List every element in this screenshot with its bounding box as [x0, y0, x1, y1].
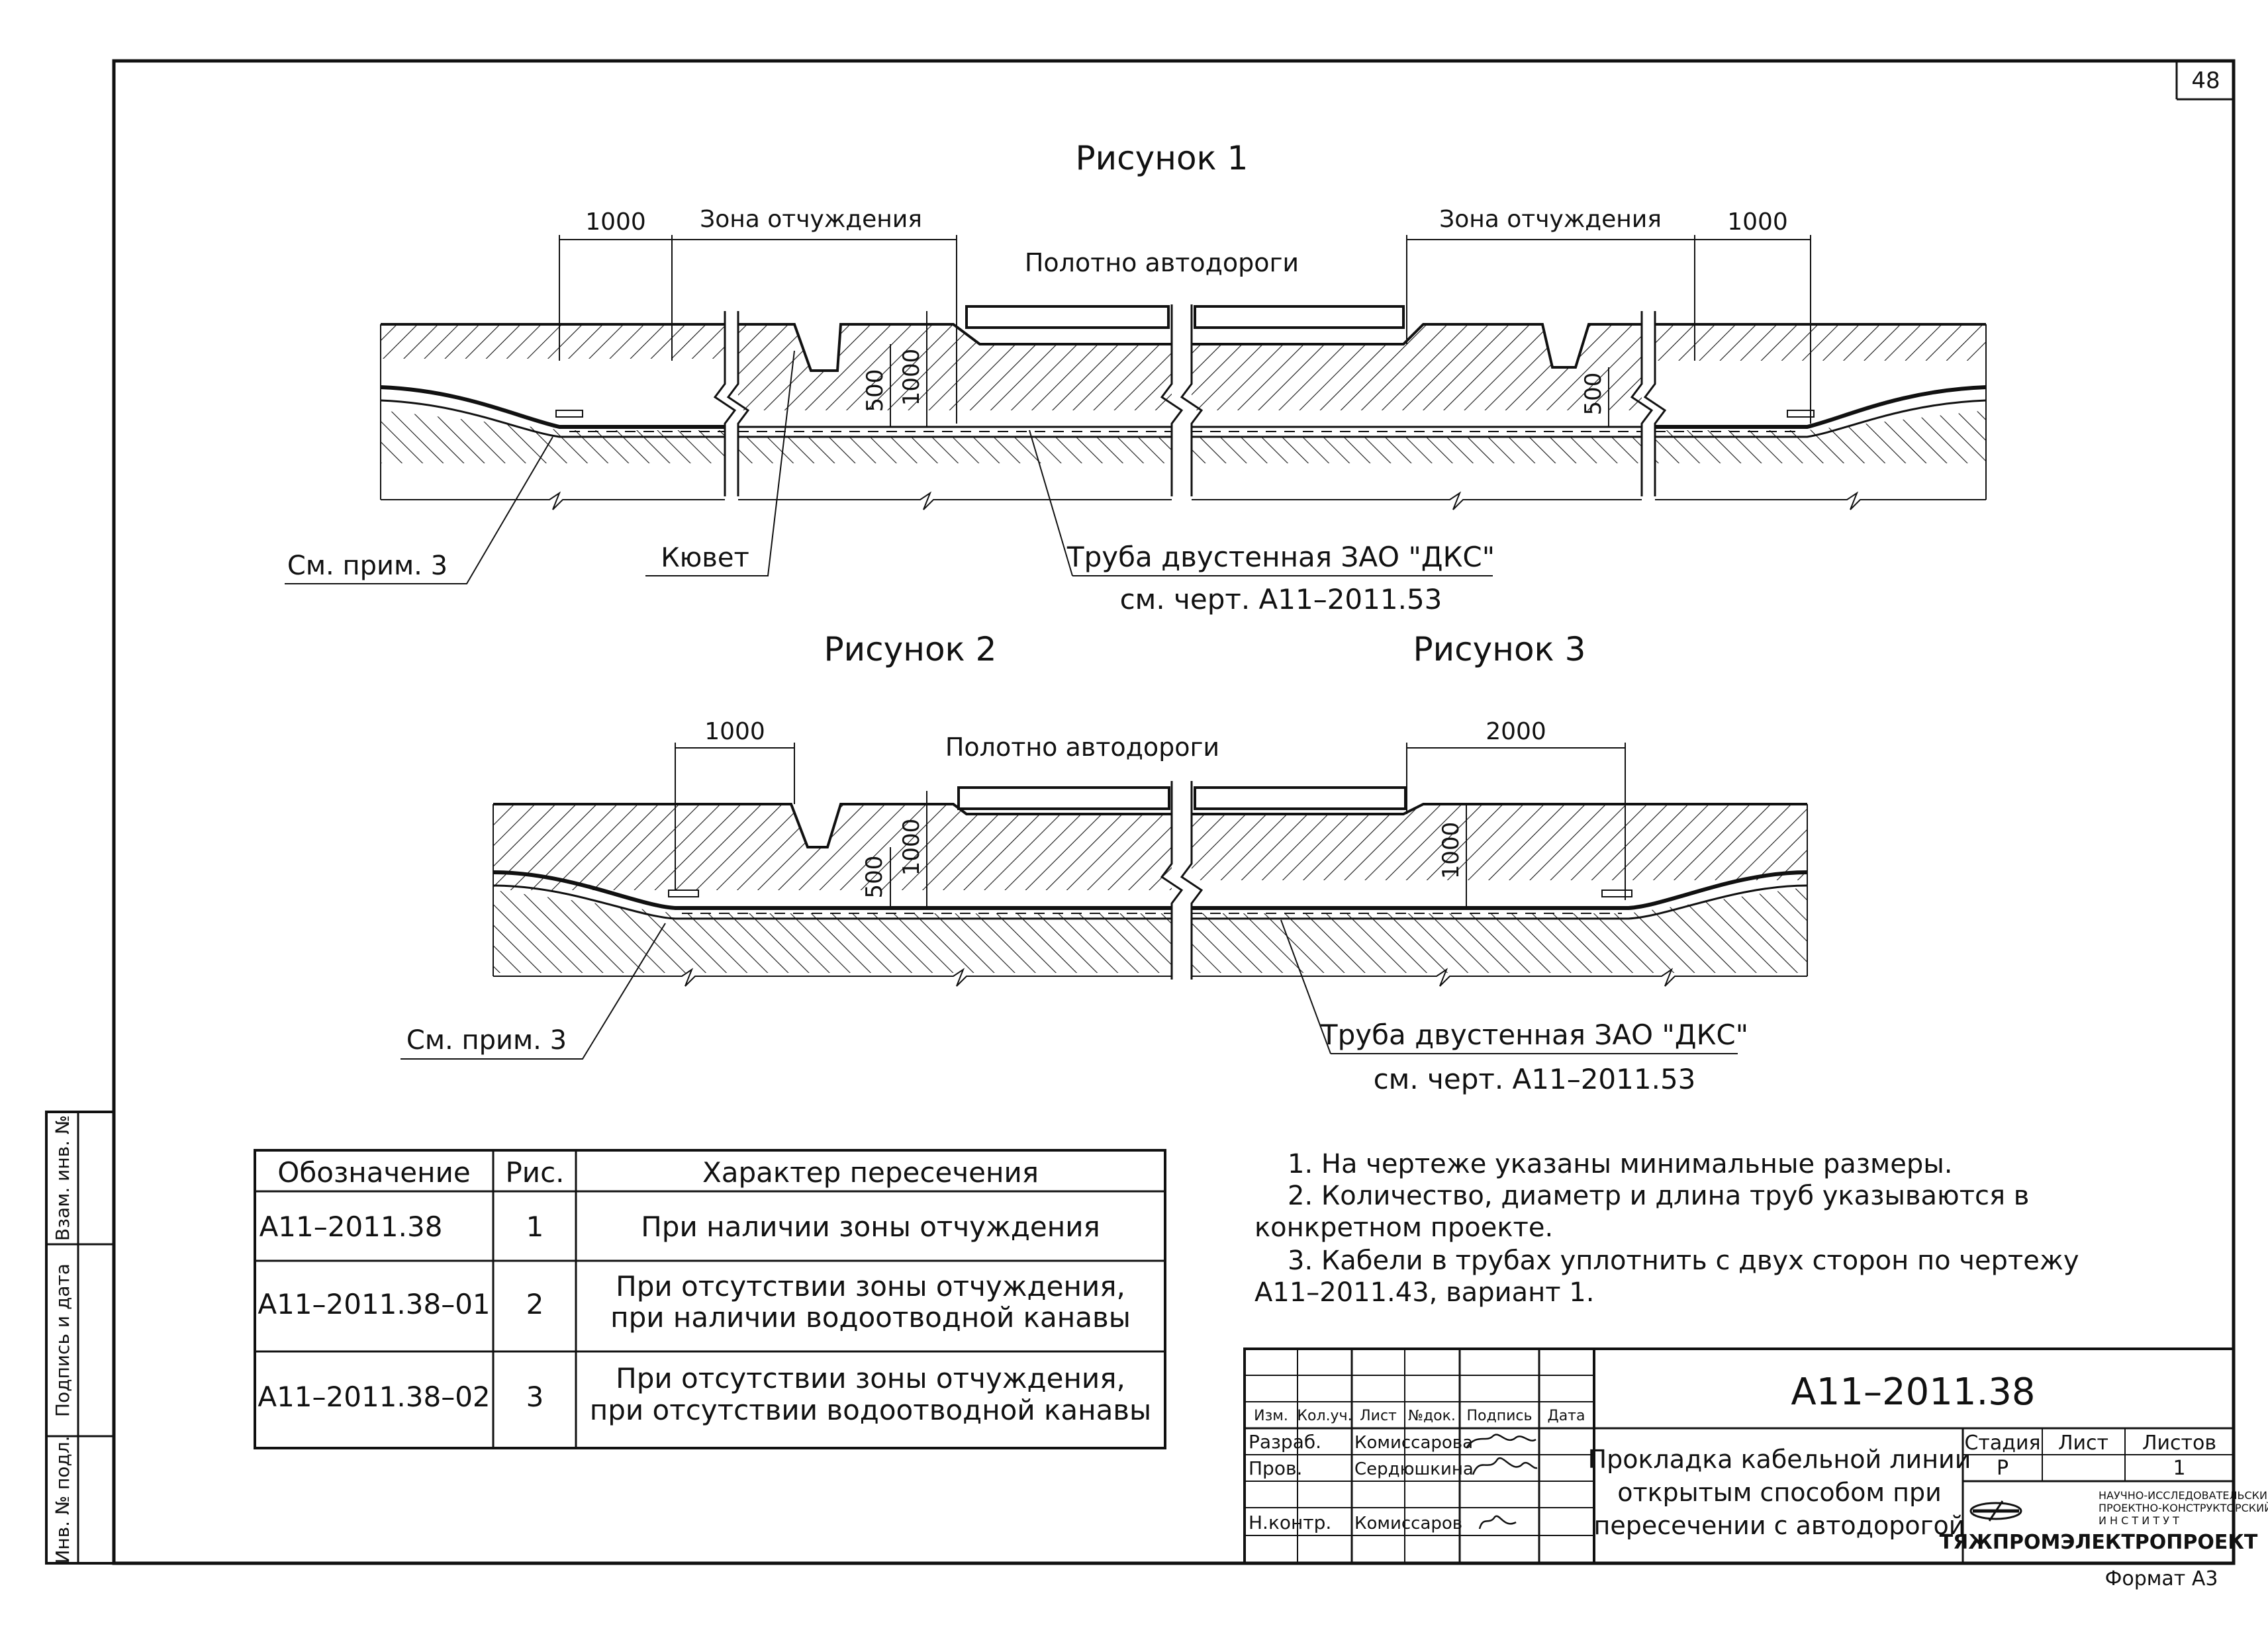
fig2-dim-1000: 1000 [898, 819, 925, 876]
tb-sheet-label: Лист [2058, 1432, 2108, 1455]
fig2-dim-top: 1000 [704, 718, 765, 745]
tb-col-koluch: Кол.уч. [1297, 1408, 1352, 1424]
table-row-1-fig: 1 [526, 1210, 544, 1243]
fig1-title: Рисунок 1 [1076, 139, 1249, 177]
fig3-pipe-ref: см. черт. А11–2011.53 [1374, 1063, 1696, 1095]
notes: 1. На чертеже указаны минимальные размер… [1254, 1149, 2079, 1308]
tb-doc-code: А11–2011.38 [1791, 1371, 2035, 1414]
fig1-soil [381, 324, 1986, 463]
fig1-note-ref: См. прим. 3 [287, 551, 448, 581]
table-row-3-desc2: при отсутствии водоотводной канавы [590, 1394, 1151, 1426]
tb-title-line-1: Прокладка кабельной линии [1588, 1445, 1971, 1474]
fig3-pipe-label: Труба двустенная ЗАО "ДКС" [1320, 1019, 1748, 1051]
table-row-2-desc1: При отсутствии зоны отчуждения, [616, 1270, 1125, 1302]
table-header-fig: Рис. [505, 1156, 564, 1189]
table-row-3-code: А11–2011.38–02 [258, 1381, 490, 1413]
note-3: 3. Кабели в трубах уплотнить с двух стор… [1288, 1246, 2079, 1276]
tb-org-small-2: ПРОЕКТНО-КОНСТРУКТОРСКИЙ [2099, 1502, 2268, 1514]
fig1-dim-500-right: 500 [1580, 373, 1607, 416]
fig2-note-ref: См. прим. 3 [406, 1025, 567, 1056]
side-stamp: Взам. инв. № Подпись и дата Инв. № подл. [45, 1111, 115, 1565]
fig3-title: Рисунок 3 [1413, 630, 1586, 668]
tb-role-dev: Разраб. [1249, 1431, 1321, 1453]
tb-org-small-3: И Н С Т И Т У Т [2099, 1514, 2179, 1527]
stamp-label-sign: Подпись и дата [52, 1263, 73, 1417]
fig1-pipe [380, 385, 1987, 438]
sheet-number-box: 48 [2175, 61, 2234, 101]
tb-name-norm: Комиссаров [1354, 1514, 1462, 1533]
fig1-road-label: Полотно автодороги [1025, 248, 1299, 277]
tb-col-list: Лист [1360, 1408, 1397, 1424]
fig3-dim-1000: 1000 [1438, 822, 1464, 880]
stamp-label-replace: Взам. инв. № [52, 1115, 73, 1241]
table-row-3-desc1: При отсутствии зоны отчуждения, [616, 1362, 1125, 1394]
fig1-top-dimensions: 1000 Зона отчуждения Зона отчуждения 100… [559, 206, 1811, 424]
fig1-pipe-ref: см. черт. А11–2011.53 [1120, 583, 1442, 616]
fig3-dim-top: 2000 [1486, 718, 1546, 745]
table-header-desc: Характер пересечения [702, 1156, 1039, 1189]
note-2: 2. Количество, диаметр и длина труб указ… [1288, 1181, 2029, 1211]
signature-3 [1478, 1515, 1517, 1530]
fig1-road-slab-right [1194, 305, 1405, 329]
table-header-code: Обозначение [277, 1156, 470, 1189]
table-row-1-code: А11–2011.38 [260, 1210, 443, 1243]
table-row-3-fig: 3 [526, 1381, 544, 1413]
tb-role-check: Пров. [1249, 1457, 1302, 1479]
fig1-dim-500-left: 500 [862, 369, 888, 412]
fig2-title: Рисунок 2 [824, 630, 997, 668]
table-row-2-code: А11–2011.38–01 [258, 1288, 490, 1320]
tb-sheets-value: 1 [2173, 1457, 2185, 1480]
fig3-road-slab [1194, 786, 1407, 810]
fig23-pipe [493, 870, 1808, 920]
fig2-road-label: Полотно автодороги [945, 733, 1219, 762]
tb-col-sign: Подпись [1467, 1408, 1533, 1424]
tb-title-line-3: пересечении с автодорогой [1594, 1511, 1965, 1540]
title-block: Изм. Кол.уч. Лист №док. Подпись Дата Раз… [1243, 1347, 2268, 1565]
fig1-ditch-label: Кювет [661, 543, 749, 573]
table-row-1-desc: При наличии зоны отчуждения [641, 1210, 1100, 1243]
note-3-cont: А11–2011.43, вариант 1. [1254, 1277, 1594, 1308]
fig23-soil [493, 804, 1807, 973]
signature-1 [1465, 1434, 1536, 1449]
note-2-cont: конкретном проекте. [1254, 1212, 1553, 1243]
format-label: Формат А3 [2105, 1567, 2218, 1590]
tb-stage-value: Р [1997, 1457, 2008, 1480]
sheet-number: 48 [2191, 68, 2220, 94]
org-logo-icon [1969, 1500, 2022, 1522]
fig1-road-slab-left [965, 305, 1170, 329]
tb-col-izm: Изм. [1254, 1408, 1288, 1424]
fig1-dim-1000: 1000 [898, 349, 925, 406]
fig1-pipe-label: Труба двустенная ЗАО "ДКС" [1066, 541, 1495, 573]
figure-2-3: Рисунок 2 Рисунок 3 [401, 630, 1808, 1095]
sheet-frame [112, 59, 2236, 1565]
tb-sheets-label: Листов [2142, 1432, 2216, 1455]
fig2-dim-500: 500 [861, 856, 888, 899]
figure-1: Рисунок 1 [285, 139, 1987, 616]
fig1-dim-right: 1000 [1727, 208, 1788, 236]
fig2-road-slab [957, 786, 1170, 810]
tb-org-name: ТЯЖПРОМЭЛЕКТРОПРОЕКТ [1940, 1531, 2258, 1554]
tb-col-ndok: №док. [1408, 1408, 1456, 1424]
tb-name-dev: Комиссарова [1354, 1433, 1473, 1453]
tb-stage-label: Стадия [1964, 1432, 2040, 1455]
stamp-label-inv: Инв. № подл. [52, 1436, 73, 1563]
tb-col-date: Дата [1548, 1408, 1585, 1424]
fig1-zone-right: Зона отчуждения [1439, 206, 1662, 233]
tb-org-small-1: НАУЧНО-ИССЛЕДОВАТЕЛЬСКИЙ [2099, 1489, 2268, 1502]
tb-name-check: Сердюшкина [1354, 1459, 1474, 1479]
tb-role-norm: Н.контр. [1249, 1512, 1331, 1533]
table-row-2-fig: 2 [526, 1288, 544, 1320]
table-row-2-desc2: при наличии водоотводной канавы [610, 1301, 1131, 1334]
fig1-zone-left: Зона отчуждения [700, 206, 922, 233]
tb-title-line-2: открытым способом при [1617, 1478, 1942, 1507]
designation-table: Обозначение Рис. Характер пересечения А1… [254, 1149, 1166, 1449]
note-1: 1. На чертеже указаны минимальные размер… [1288, 1149, 1953, 1179]
fig1-dim-left: 1000 [585, 208, 646, 236]
signature-2 [1472, 1457, 1538, 1475]
